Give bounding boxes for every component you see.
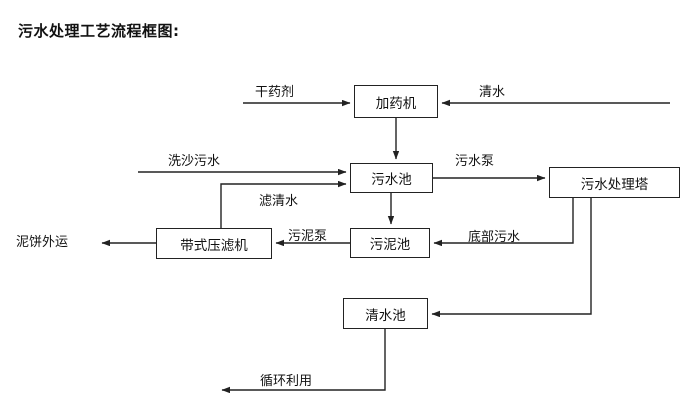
- node-clear-water-pool[interactable]: 清水池: [343, 298, 428, 329]
- node-treatment-tower[interactable]: 污水处理塔: [549, 167, 680, 198]
- node-label: 污水处理塔: [580, 176, 649, 193]
- edge-label-clean-water: 清水: [479, 85, 506, 100]
- edge-tower-to-clear-pool: [431, 198, 592, 318]
- node-label: 污泥池: [369, 237, 411, 253]
- node-label: 污水池: [371, 172, 412, 188]
- node-belt-filter-press[interactable]: 带式压滤机: [156, 228, 272, 259]
- terminal-label-mud-cake-out: 泥饼外运: [16, 235, 69, 250]
- page-title: 污水处理工艺流程框图:: [18, 22, 180, 40]
- node-sludge-pool[interactable]: 污泥池: [350, 228, 430, 258]
- node-label: 加药机: [375, 95, 417, 112]
- edge-label-sand-wash-water: 洗沙污水: [168, 154, 221, 169]
- edge-label-recycle-use: 循环利用: [260, 374, 313, 389]
- edge-label-sewage-pump: 污水泵: [455, 154, 495, 169]
- edge-label-filtered-water: 滤清水: [259, 194, 299, 209]
- edge-tower-to-sludge-pool: [433, 198, 574, 247]
- edge-belt-press-to-sewage-pool: [220, 180, 347, 228]
- node-label: 清水池: [365, 307, 406, 324]
- edge-label-sludge-pump: 污泥泵: [288, 229, 328, 244]
- node-dosing-machine[interactable]: 加药机: [354, 85, 438, 118]
- node-label: 带式压滤机: [180, 237, 248, 254]
- edge-label-bottom-sewage: 底部污水: [468, 230, 521, 245]
- edge-label-dry-reagent: 干药剂: [255, 85, 295, 100]
- node-sewage-pool[interactable]: 污水池: [350, 163, 433, 193]
- edge-clear-pool-to-recycle: [221, 329, 386, 394]
